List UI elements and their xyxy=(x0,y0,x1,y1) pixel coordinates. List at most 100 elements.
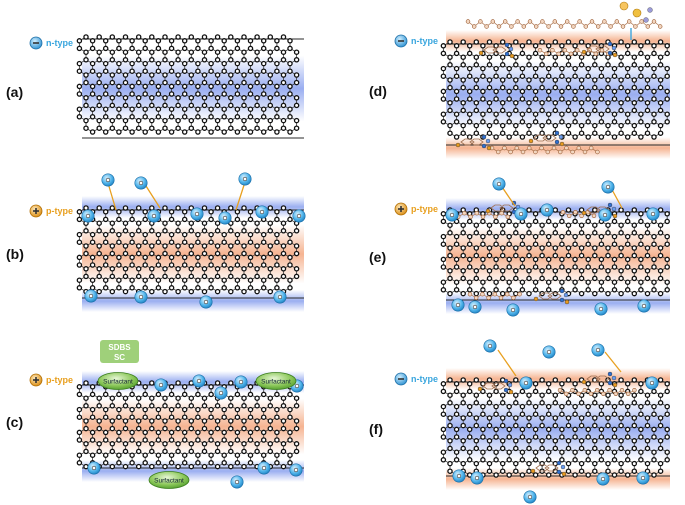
carbon-atom xyxy=(234,262,241,268)
carbon-atom xyxy=(545,381,552,387)
doping-type-label-b: p-type xyxy=(46,206,73,216)
carbon-atom xyxy=(585,457,591,463)
carbon-atom xyxy=(208,38,214,44)
carbon-atom xyxy=(267,95,274,101)
carbon-atom xyxy=(214,380,221,386)
carbon-atom xyxy=(201,125,208,131)
carbon-atom xyxy=(129,254,135,261)
oxygen-ion-icon xyxy=(81,209,95,223)
carbon-atom xyxy=(149,463,155,470)
carbon-atom xyxy=(598,256,605,263)
carbon-atom xyxy=(221,83,227,90)
carbon-atom xyxy=(228,250,234,257)
carbon-atom xyxy=(506,233,512,240)
carbon-atom xyxy=(644,290,651,297)
carbon-atom xyxy=(664,426,670,433)
carbon-atom xyxy=(657,107,664,114)
carbon-atom xyxy=(486,422,493,429)
carbon-atom xyxy=(83,72,89,78)
carbon-atom xyxy=(618,422,624,429)
carbon-atom xyxy=(565,207,572,213)
carbon-atom xyxy=(208,216,214,223)
carbon-atom xyxy=(102,91,109,97)
carbon-atom xyxy=(578,415,585,421)
carbon-atom xyxy=(116,285,122,291)
carbon-atom xyxy=(102,254,109,261)
carbon-atom xyxy=(234,391,241,398)
carbon-atom xyxy=(280,57,287,63)
carbon-atom xyxy=(618,460,624,467)
carbon-atom xyxy=(162,57,168,63)
carbon-atom xyxy=(493,233,499,240)
carbon-atom xyxy=(644,445,651,452)
carbon-atom xyxy=(585,411,591,417)
oxygen-ion-icon xyxy=(273,290,287,304)
carbon-atom xyxy=(545,434,552,440)
carbon-atom xyxy=(267,117,274,124)
oxygen-ion-icon xyxy=(519,376,533,390)
surfactant-label: Surfactant xyxy=(261,378,291,385)
carbon-atom xyxy=(129,285,135,291)
carbon-atom xyxy=(519,287,526,293)
carbon-atom xyxy=(274,239,280,245)
carbon-atom xyxy=(592,392,598,398)
carbon-atom xyxy=(631,468,638,474)
carbon-atom xyxy=(460,62,466,68)
carbon-atom xyxy=(129,277,135,283)
carbon-atom xyxy=(274,277,280,283)
carbon-atom xyxy=(447,445,453,452)
carbon-atom xyxy=(506,403,512,410)
carbon-atom xyxy=(228,395,234,401)
carbon-atom xyxy=(221,414,227,420)
carbon-atom xyxy=(214,243,221,249)
carbon-atom xyxy=(129,216,135,223)
desorption-arrow xyxy=(497,349,517,377)
carbon-atom xyxy=(559,233,565,240)
carbon-atom xyxy=(499,54,506,60)
carbon-atom xyxy=(181,254,188,261)
carbon-atom xyxy=(293,102,300,109)
carbon-atom xyxy=(181,391,188,398)
carbon-atom xyxy=(109,102,116,109)
carbon-atom xyxy=(565,445,572,452)
carbon-atom xyxy=(453,426,460,433)
carbon-atom xyxy=(122,266,129,272)
carbon-atom xyxy=(195,460,201,466)
carbon-atom xyxy=(293,395,300,401)
carbon-atom xyxy=(486,377,493,383)
carbon-atom xyxy=(188,463,195,470)
carbon-atom xyxy=(122,463,129,470)
carbon-atom xyxy=(267,395,274,401)
carbon-atom xyxy=(293,441,300,447)
carbon-atom xyxy=(526,460,532,467)
carbon-atom xyxy=(519,279,526,285)
carbon-atom xyxy=(168,239,175,245)
carbon-atom xyxy=(155,429,162,436)
oxygen-ion-icon xyxy=(134,290,148,304)
carbon-atom xyxy=(181,285,188,291)
carbon-atom xyxy=(552,422,559,429)
carbon-atom xyxy=(519,449,526,455)
carbon-atom xyxy=(473,445,480,452)
carbon-atom xyxy=(76,209,83,215)
carbon-atom xyxy=(260,68,267,74)
carbon-atom xyxy=(267,266,274,272)
carbon-atom xyxy=(162,266,168,272)
carbon-atom xyxy=(585,287,591,293)
carbon-atom xyxy=(578,245,585,251)
carbon-atom xyxy=(96,266,102,272)
carbon-atom xyxy=(254,72,260,78)
carbon-atom xyxy=(214,463,221,470)
carbon-atom xyxy=(234,91,241,97)
carbon-atom xyxy=(552,445,559,452)
carbon-atom xyxy=(267,125,274,131)
carbon-atom xyxy=(598,434,605,440)
carbon-atom xyxy=(638,43,644,49)
carbon-atom xyxy=(188,125,195,131)
carbon-atom xyxy=(96,228,102,234)
carbon-atom xyxy=(234,460,241,466)
carbon-atom xyxy=(539,77,545,83)
oxygen-ion-icon xyxy=(234,375,248,389)
carbon-atom xyxy=(274,83,280,90)
carbon-atom xyxy=(102,429,109,436)
